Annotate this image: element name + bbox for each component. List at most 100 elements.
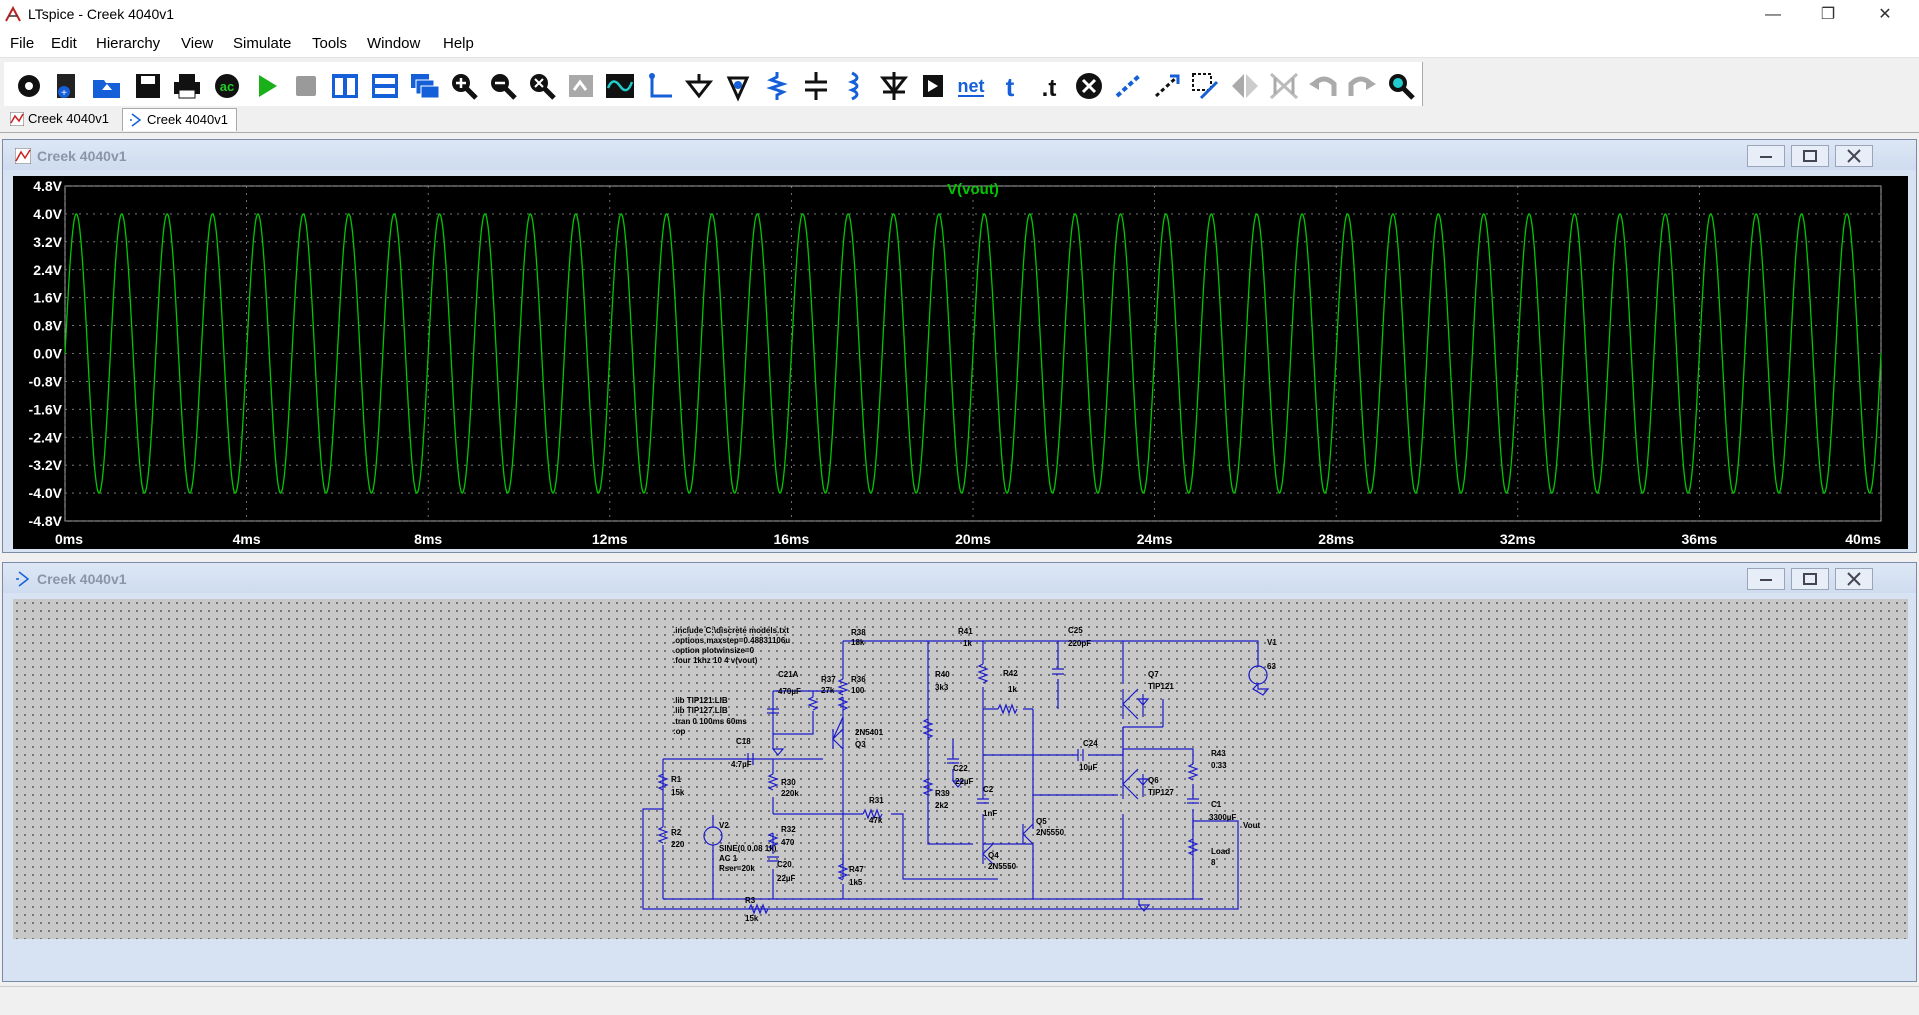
spice-directive-icon[interactable]: .t xyxy=(1032,70,1066,102)
minimize-button[interactable]: — xyxy=(1765,6,1781,23)
autoscale-icon[interactable] xyxy=(603,70,637,102)
schematic-window-title: Creek 4040v1 xyxy=(37,571,127,587)
title-bar: LTspice - Creek 4040v1 — ❐ ✕ xyxy=(0,0,1919,30)
y-tick-label: -2.4V xyxy=(29,429,63,445)
label-q5: Q5 xyxy=(1036,817,1047,826)
zoom-fit-icon[interactable] xyxy=(525,70,559,102)
menu-simulate[interactable]: Simulate xyxy=(233,35,292,52)
schematic-canvas[interactable]: .include C:\discrete models.txt .options… xyxy=(13,599,1908,939)
label-v2: V2 xyxy=(719,821,729,830)
c22-symbol xyxy=(947,758,959,764)
y-tick-label: 1.6V xyxy=(33,290,62,306)
node-icon[interactable] xyxy=(721,70,755,102)
directive-1[interactable]: .include C:\discrete models.txt xyxy=(673,626,789,635)
directive-5[interactable]: .lib TIP121.LIB xyxy=(673,696,728,705)
menu-window[interactable]: Window xyxy=(367,35,421,52)
window-title: LTspice - Creek 4040v1 xyxy=(28,6,175,22)
new-schematic-icon[interactable]: + xyxy=(50,70,84,102)
run-icon[interactable] xyxy=(250,70,284,102)
directive-4[interactable]: .four 1khz 10 4 v(vout) xyxy=(673,656,758,665)
open-icon[interactable] xyxy=(90,70,124,102)
menu-view[interactable]: View xyxy=(181,35,214,52)
cascade-icon[interactable] xyxy=(408,70,442,102)
value-v1: 63 xyxy=(1267,662,1276,671)
zoom-back-icon[interactable] xyxy=(564,70,598,102)
label-load: Load xyxy=(1211,847,1230,856)
resistor-icon[interactable] xyxy=(760,70,794,102)
inductor-icon[interactable] xyxy=(838,70,872,102)
ground-icon[interactable] xyxy=(682,70,716,102)
label-r31: R31 xyxy=(869,796,884,805)
settings-icon[interactable] xyxy=(12,70,46,102)
value-v2-ac: AC 1 xyxy=(719,854,738,863)
series-vout-line xyxy=(64,213,1882,494)
wire-icon[interactable] xyxy=(644,70,678,102)
x-tick-label: 36ms xyxy=(1681,531,1717,547)
label-r38: R38 xyxy=(851,628,866,637)
rotate-icon[interactable] xyxy=(1267,70,1301,102)
delete-icon[interactable] xyxy=(1072,70,1106,102)
r39-symbol xyxy=(922,778,934,796)
duplicate-icon[interactable] xyxy=(1189,70,1223,102)
x-tick-label: 8ms xyxy=(414,531,442,547)
minimize-pane-button[interactable] xyxy=(1747,145,1785,167)
directive-7[interactable]: .tran 0 100ms 60ms xyxy=(673,717,747,726)
close-pane-button[interactable] xyxy=(1835,568,1873,590)
menu-help[interactable]: Help xyxy=(443,35,474,52)
save-icon[interactable] xyxy=(131,70,165,102)
halt-icon[interactable] xyxy=(289,70,323,102)
maximize-pane-button[interactable] xyxy=(1791,568,1829,590)
component-icon[interactable] xyxy=(916,70,950,102)
schematic-components xyxy=(657,663,1270,915)
drag-icon[interactable] xyxy=(1150,70,1184,102)
menu-file[interactable]: File xyxy=(10,35,35,52)
svg-text:+: + xyxy=(61,88,67,99)
schematic-window-header: Creek 4040v1 xyxy=(3,563,1916,593)
label-c24: C24 xyxy=(1083,739,1098,748)
tile-horizontal-icon[interactable] xyxy=(368,70,402,102)
ground-1 xyxy=(771,682,1270,912)
find-icon[interactable] xyxy=(1384,70,1418,102)
value-q3: 2N5401 xyxy=(855,728,884,737)
value-r37: 27k xyxy=(821,686,835,695)
label-c22: C22 xyxy=(953,764,968,773)
y-tick-label: 4.8V xyxy=(33,178,62,194)
menu-hierarchy[interactable]: Hierarchy xyxy=(96,35,161,52)
undo-icon[interactable] xyxy=(1306,70,1340,102)
diode-icon[interactable] xyxy=(877,70,911,102)
close-icon xyxy=(1847,149,1861,163)
maximize-pane-button[interactable] xyxy=(1791,145,1829,167)
directive-2[interactable]: .options maxstep=0.48831106u xyxy=(673,636,790,645)
capacitor-icon[interactable] xyxy=(799,70,833,102)
tab-waveform[interactable]: Creek 4040v1 xyxy=(4,108,117,130)
value-r31: 47k xyxy=(869,816,883,825)
r40-symbol xyxy=(922,718,934,739)
tile-vertical-icon[interactable] xyxy=(328,70,362,102)
restore-button[interactable]: ❐ xyxy=(1820,6,1836,23)
tab-schematic[interactable]: Creek 4040v1 xyxy=(122,108,237,131)
mirror-icon[interactable] xyxy=(1228,70,1262,102)
x-tick-label: 16ms xyxy=(773,531,809,547)
zoom-in-icon[interactable] xyxy=(447,70,481,102)
close-button[interactable]: ✕ xyxy=(1878,6,1892,23)
value-c18: 4.7µF xyxy=(731,760,752,769)
ac-analysis-icon[interactable]: ac xyxy=(210,70,244,102)
net-label-icon[interactable]: net xyxy=(954,70,988,102)
menu-tools[interactable]: Tools xyxy=(312,35,348,52)
label-v1: V1 xyxy=(1267,638,1277,647)
maximize-icon xyxy=(1803,150,1817,162)
minimize-pane-button[interactable] xyxy=(1747,568,1785,590)
text-icon[interactable]: t xyxy=(993,70,1027,102)
move-icon[interactable] xyxy=(1111,70,1145,102)
directive-8[interactable]: :op xyxy=(673,727,686,736)
close-pane-button[interactable] xyxy=(1835,145,1873,167)
directive-3[interactable]: .option plotwinsize=0 xyxy=(673,646,755,655)
zoom-out-icon[interactable] xyxy=(486,70,520,102)
print-icon[interactable] xyxy=(170,70,204,102)
redo-icon[interactable] xyxy=(1345,70,1379,102)
label-r3: R3 xyxy=(745,896,756,905)
menu-edit[interactable]: Edit xyxy=(51,35,77,52)
directive-6[interactable]: .lib TIP127.LIB xyxy=(673,706,728,715)
